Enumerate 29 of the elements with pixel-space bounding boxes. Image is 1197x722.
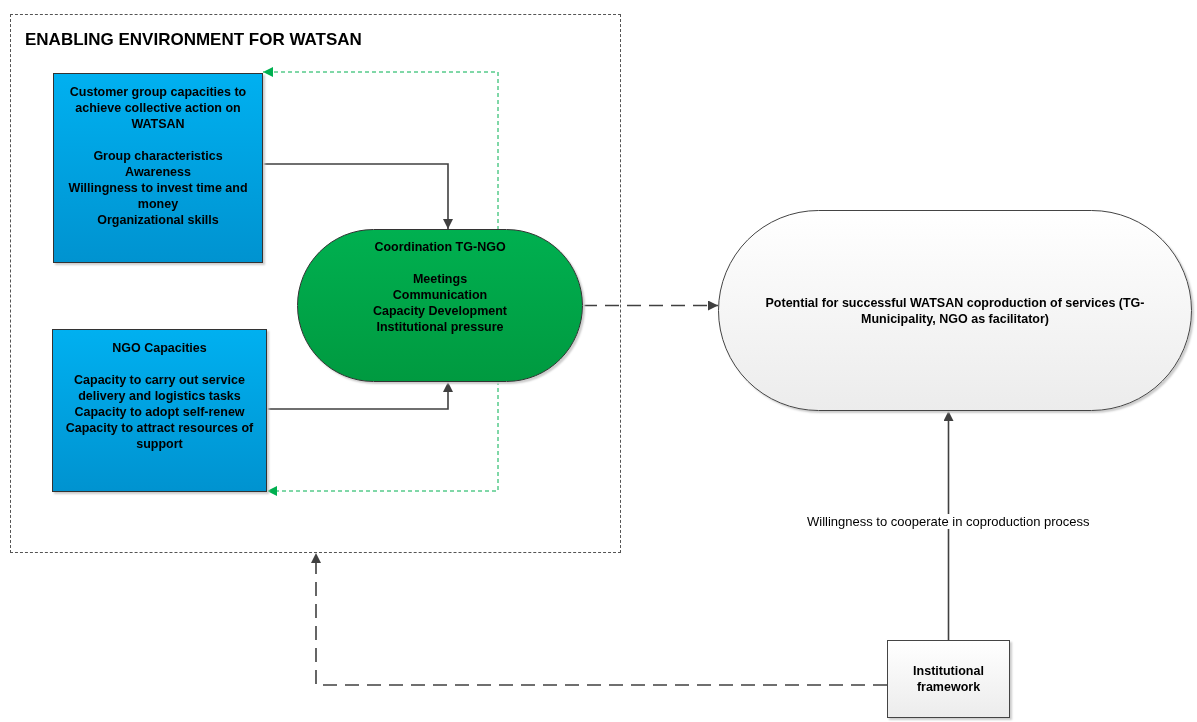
box-item: Organizational skills bbox=[97, 212, 219, 228]
box-item: Capacity to carry out service delivery and logistics tasks bbox=[73, 372, 246, 404]
box-item: Communication bbox=[392, 287, 488, 303]
box-heading: Customer group capacities to achieve collective action on WATSAN bbox=[68, 84, 248, 132]
box-item: Awareness bbox=[125, 164, 191, 180]
box-item: Willingness to invest time and money bbox=[67, 180, 249, 212]
box-item: Capacity to adopt self-renew bbox=[74, 404, 245, 420]
institutional-framework-box bbox=[887, 640, 1010, 718]
box-item: Meetings bbox=[412, 271, 468, 287]
arrow bbox=[943, 410, 954, 641]
box-heading: Institutional framework bbox=[912, 663, 985, 695]
arrow bbox=[266, 381, 453, 410]
box-item: Capacity Development bbox=[372, 303, 508, 319]
box-heading: Coordination TG-NGO bbox=[374, 239, 506, 255]
enabling-environment-frame bbox=[10, 14, 621, 553]
arrow bbox=[311, 552, 888, 686]
arrow bbox=[262, 163, 453, 230]
box-item: Institutional pressure bbox=[376, 319, 504, 335]
arrow bbox=[266, 380, 499, 496]
customer-capacities-box bbox=[53, 73, 263, 263]
frame-title: ENABLING ENVIRONMENT FOR WATSAN bbox=[25, 29, 362, 51]
edge-label: Willingness to cooperate in coproduction process bbox=[805, 513, 1092, 529]
arrow bbox=[262, 67, 499, 231]
box-heading: NGO Capacities bbox=[112, 340, 207, 356]
box-heading: Potential for successful WATSAN coproduction of services (TG-Municipality, NGO as facilitator) bbox=[764, 294, 1146, 327]
arrow bbox=[582, 300, 719, 311]
box-item: Group characteristics bbox=[93, 148, 223, 164]
ngo-capacities-box bbox=[52, 329, 267, 492]
box-item: Capacity to attract resources of support bbox=[64, 420, 255, 452]
